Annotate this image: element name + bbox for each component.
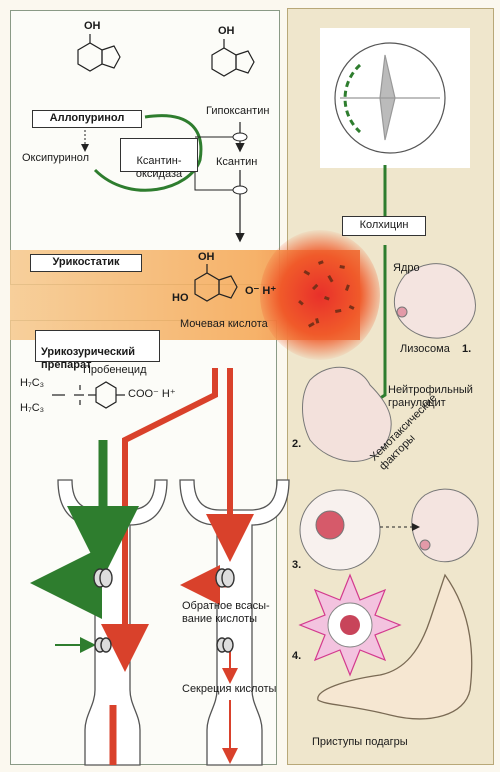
neutrophil-label: Нейтрофильный гранулоцит	[388, 384, 473, 409]
uric-acid-ho: HO	[172, 292, 189, 304]
crystal-glow	[260, 230, 380, 360]
hypoxanthine-label: Гипоксантин	[206, 105, 270, 117]
colchicine-box: Колхицин	[342, 216, 426, 236]
phagocyte-cell	[299, 489, 381, 571]
allopurinol-structure	[77, 34, 121, 72]
urikozuric-title: Урикозурический препарат	[35, 330, 160, 371]
probenecid-acid: COO⁻ H⁺	[128, 388, 176, 400]
step-1: 1.	[462, 343, 472, 355]
step-4: 4.	[292, 650, 302, 662]
probenecid-structure	[52, 381, 125, 409]
probenecid-sub-top: H₇C₃	[20, 377, 45, 389]
hypoxanthine-structure	[211, 39, 255, 77]
allopurinol-oh: OH	[84, 20, 101, 32]
nucleus-label: Ядро	[393, 262, 420, 274]
xanthine-label: Ксантин	[216, 156, 258, 168]
urate-crystals	[298, 260, 355, 328]
probenecid-label: Пробенецид	[83, 364, 147, 376]
gout-attacks-label: Приступы подагры	[312, 736, 408, 748]
uric-acid-structure	[194, 264, 238, 302]
allopurinol-inhibition-arc	[93, 114, 203, 192]
foot-outline	[317, 573, 473, 720]
step-3: 3.	[292, 559, 302, 571]
macrophage-cell-1	[393, 263, 476, 339]
reabsorption-label: Обратное всасы- вание кислоты	[182, 600, 270, 625]
xanthine-oxidase-box: Ксантин- оксидаза	[120, 138, 198, 180]
inflammation-burst	[298, 573, 402, 677]
oxipurinol-label: Оксипуринол	[22, 152, 90, 164]
transporter-coils	[93, 568, 235, 653]
uric-acid-oh: OH	[198, 251, 215, 263]
macrophage-cell-2	[411, 488, 479, 563]
neutrophil-cell	[302, 366, 392, 462]
tubule-right	[179, 479, 290, 766]
hypoxanthine-oh: OH	[218, 25, 235, 37]
probenecid-sub-bottom: H₇C₃	[20, 402, 45, 414]
step-2: 2.	[292, 438, 302, 450]
secretion-label: Секреция кислоты	[182, 683, 277, 695]
uric-acid-ion: O⁻ H⁺	[245, 285, 277, 297]
allopurinol-box: Аллопуринол	[32, 110, 142, 128]
mitotic-cell	[320, 28, 470, 168]
uric-acid-label: Мочевая кислота	[180, 318, 268, 330]
lysosome-label: Лизосома	[400, 343, 450, 355]
urikostatik-title: Урикостатик	[30, 254, 142, 272]
